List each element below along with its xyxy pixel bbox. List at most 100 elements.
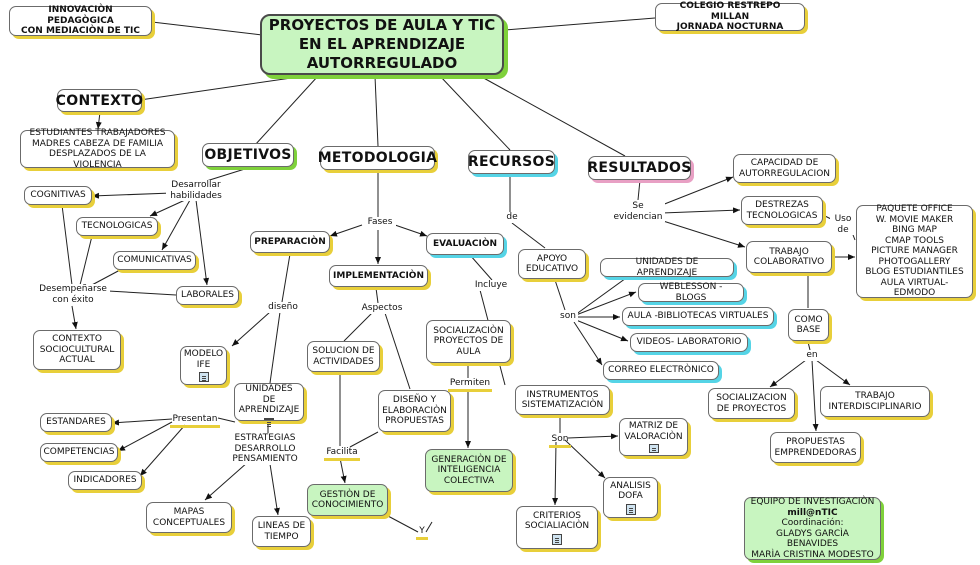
mapas-conceptuales-node[interactable]: MAPAS CONCEPTUALES <box>146 502 232 533</box>
connector-line <box>659 219 746 248</box>
connector-line <box>661 207 741 214</box>
estrategias-label: ESTRATEGIAS DESARROLLO PENSAMIENTO <box>230 433 300 465</box>
implementacion-node[interactable]: IMPLEMENTACIÒN <box>329 265 428 287</box>
destrezas-tecnologicas-node[interactable]: DESTREZAS TECNOLOGICAS <box>741 196 823 225</box>
y-link-label: Y <box>416 526 428 540</box>
evaluacion-node[interactable]: EVALUACIÒN <box>426 233 504 255</box>
connector-line <box>281 253 291 303</box>
connector-line <box>425 521 433 533</box>
school-header-node[interactable]: COLEGIO RESTREPO MILLAN JORNADA NOCTURNA <box>655 1 805 32</box>
resource-unidades-node[interactable]: UNIDADES DE APRENDIZAJE <box>600 257 734 278</box>
connector-line <box>204 461 249 501</box>
connector-line <box>375 287 379 304</box>
document-icon[interactable] <box>552 533 562 545</box>
connector-line <box>469 254 493 281</box>
unidades-aprendizaje-label: UNIDADES DE APRENDIZAJE <box>238 384 300 416</box>
main-title-node[interactable]: PROYECTOS DE AULA Y TIC EN EL APRENDIZAJ… <box>260 14 504 75</box>
connector-line <box>343 312 373 342</box>
connector-line <box>374 75 379 147</box>
trabajo-colaborativo-node[interactable]: TRABAJO COLABORATIVO <box>746 241 832 273</box>
desempenarse-link-label: Desempeñarse con éxito <box>36 284 110 305</box>
document-icon[interactable] <box>264 417 274 423</box>
preparacion-node[interactable]: PREPARACIÒN <box>250 231 330 253</box>
gestion-conocimiento-node[interactable]: GESTIÒN DE CONOCIMIENTO <box>307 484 388 516</box>
connector-line <box>387 515 419 533</box>
permiten-link-label: Permiten <box>448 378 492 392</box>
software-list-node[interactable]: PAQUETE OFFICE W. MOVIE MAKER BING MAP C… <box>856 204 973 298</box>
trabajo-interdisciplinario-node[interactable]: TRABAJO INTERDISCIPLINARIO <box>820 386 930 417</box>
unidades-aprendizaje-node[interactable]: UNIDADES DE APRENDIZAJE <box>234 383 304 423</box>
document-icon[interactable] <box>625 503 636 515</box>
team-line-5: MARÌA CRISTINA MODESTO <box>751 549 874 560</box>
estandares-node[interactable]: ESTANDARES <box>40 413 112 432</box>
capacidad-autorregulacion-node[interactable]: CAPACIDAD DE AUTORREGULACION <box>733 154 836 183</box>
indicadores-node[interactable]: INDICADORES <box>68 471 142 490</box>
incluye-link-label: Incluye <box>472 280 510 291</box>
connector-line <box>79 235 93 286</box>
analisis-dofa-node[interactable]: ANALISIS DOFA <box>603 477 658 518</box>
solucion-actividades-node[interactable]: SOLUCION DE ACTIVIDADES <box>307 341 380 372</box>
connector-line <box>815 359 851 386</box>
fases-link-label: Fases <box>364 217 396 228</box>
skill-tecnologicas-node[interactable]: TECNOLOGICAS <box>76 217 158 236</box>
instrumentos-node[interactable]: INSTRUMENTOS SISTEMATIZACIÒN <box>515 385 610 415</box>
resultados-node[interactable]: RESULTADOS <box>587 156 691 180</box>
connector-line <box>552 441 559 506</box>
connector-line <box>637 179 641 201</box>
modelo-ife-label: MODELO IFE <box>183 349 224 370</box>
resource-correo-node[interactable]: CORREO ELECTRÒNICO <box>603 361 719 380</box>
connector-line <box>231 311 271 347</box>
research-team-node[interactable]: EQUIPO DE INVESTIGACIÒN mill@nTIC Coordi… <box>744 497 881 560</box>
aspectos-link-label: Aspectos <box>360 303 404 314</box>
document-icon[interactable] <box>648 444 659 453</box>
contexto-node[interactable]: CONTEXTO <box>56 89 143 112</box>
criterios-socializacion-node[interactable]: CRITERIOS SOCIALIACIÒN <box>516 506 598 549</box>
document-icon[interactable] <box>198 372 209 382</box>
presentan-link-label: Presentan <box>170 414 220 428</box>
generacion-inteligencia-node[interactable]: GENERACIÒN DE INTELIGENCIA COLECTIVA <box>425 449 513 492</box>
como-base-node[interactable]: COMO BASE <box>788 309 829 341</box>
team-line-2: mill@nTIC <box>787 507 838 518</box>
resource-videos-node[interactable]: VIDEOS- LABORATORIO <box>630 333 748 352</box>
facilita-link-label: Facilita <box>324 447 360 461</box>
son-eval-link-label: Son <box>549 434 571 448</box>
resource-weblesson-node[interactable]: WEBLESSON - BLOGS <box>638 282 744 303</box>
socializacion-proyectos-node[interactable]: SOCIALIZACION DE PROYECTOS <box>708 388 795 419</box>
matriz-valoracion-node[interactable]: MATRIZ DE VALORACIÒN <box>619 418 688 456</box>
skill-comunicativas-node[interactable]: COMUNICATIVAS <box>113 251 196 270</box>
connector-line <box>564 439 606 479</box>
connector-line <box>89 269 121 287</box>
uso-de-link-label: Uso de <box>830 214 856 235</box>
objetivos-node[interactable]: OBJETIVOS <box>202 143 294 167</box>
apoyo-educativo-node[interactable]: APOYO EDUCATIVO <box>518 249 586 279</box>
skill-laborales-node[interactable]: LABORALES <box>176 286 239 305</box>
criterios-socializacion-label: CRITERIOS SOCIALIACIÒN <box>524 510 590 532</box>
skill-cognitivas-node[interactable]: COGNITIVAS <box>24 186 92 205</box>
se-evidencian-link-label: Se evidencian <box>611 201 665 222</box>
competencias-node[interactable]: COMPETENCIAS <box>40 443 118 462</box>
contexto-detail-node[interactable]: ESTUDIANTES TRABAJADORES MADRES CABEZA D… <box>20 128 175 170</box>
lineas-tiempo-node[interactable]: LINEAS DE TIEMPO <box>252 516 311 547</box>
diseno-propuestas-node[interactable]: DISEÑO Y ELABORACIÒN PROPUESTAS <box>378 390 451 432</box>
connector-line <box>95 111 102 130</box>
connector-line <box>107 290 177 296</box>
connector-line <box>575 291 637 316</box>
modelo-ife-node[interactable]: MODELO IFE <box>180 346 227 385</box>
desarrollar-link-label: Desarrollar habilidades <box>166 180 226 201</box>
contexto-sociocultural-node[interactable]: CONTEXTO SOCIOCULTURAL ACTUAL <box>33 330 121 370</box>
connector-line <box>161 199 191 251</box>
team-line-1: EQUIPO DE INVESTIGACIÒN <box>750 497 875 507</box>
connector-line <box>329 224 363 237</box>
recursos-node[interactable]: RECURSOS <box>468 150 555 174</box>
connector-line <box>769 359 807 388</box>
metodologia-node[interactable]: METODOLOGIA <box>318 146 437 170</box>
connector-line <box>71 305 78 330</box>
connector-line <box>91 192 173 199</box>
son-link-label: son <box>558 311 578 322</box>
resource-aula-virtual-node[interactable]: AULA -BIBLIOTECAS VIRTUALES <box>622 307 774 326</box>
connector-line <box>195 199 210 286</box>
propuestas-emprendedoras-node[interactable]: PROPUESTAS EMPRENDEDORAS <box>770 432 861 463</box>
socializacion-aula-node[interactable]: SOCIALIZACIÒN PROYECTOS DE AULA <box>426 320 511 363</box>
innovation-header-node[interactable]: INNOVACIÒN PEDAGÒGICA CON MEDIACIÒN DE T… <box>9 5 152 36</box>
